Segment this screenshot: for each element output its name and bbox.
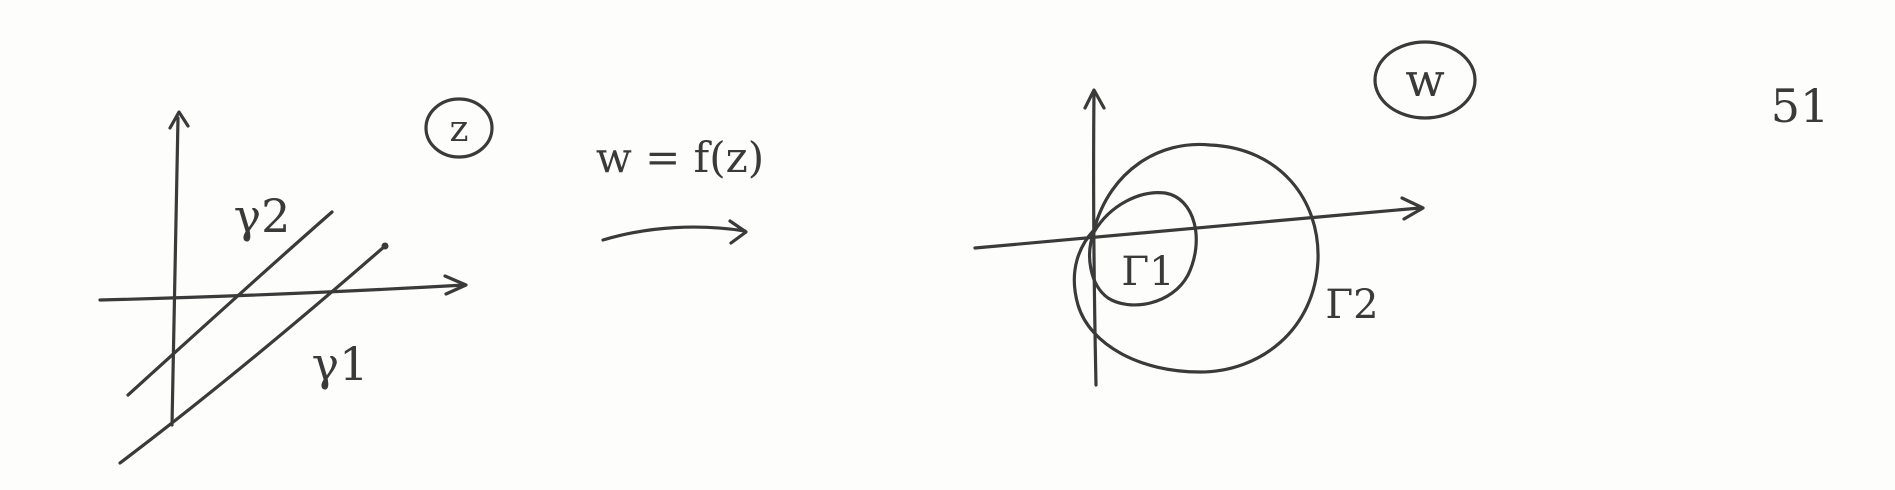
Gamma2-curve: [1072, 142, 1320, 374]
w-plane-label-circle: [1373, 40, 1477, 120]
mapping-label: w = f(z): [596, 133, 764, 182]
w-plane-vertical-arrowhead: [1083, 88, 1106, 110]
z-plane-horizontal-axis: [98, 283, 467, 302]
z-plane-vertical-arrowhead: [168, 110, 190, 130]
w-plane-vertical-axis: [1092, 90, 1098, 387]
mapping: w = f(z): [596, 133, 764, 245]
z-plane-label-circle: [424, 97, 494, 159]
gamma2-label: γ2: [234, 189, 291, 243]
gamma2-line: [126, 210, 334, 397]
mapping-arrow-shaft: [601, 225, 747, 242]
w-plane-horizontal-axis: [973, 206, 1422, 250]
w-plane-horizontal-arrowhead: [1400, 196, 1425, 221]
z-plane-label: z: [450, 109, 469, 150]
gamma1-endpoint: [381, 242, 389, 250]
gamma1-line: [118, 244, 387, 465]
Gamma1-label: Γ1: [1121, 249, 1174, 295]
z-plane-horizontal-arrowhead: [443, 274, 468, 296]
page-number: 51: [1771, 79, 1830, 133]
z-plane-vertical-axis: [170, 116, 180, 427]
Gamma1-curve: [1088, 191, 1198, 307]
w-plane: w Γ1 Γ2: [973, 40, 1477, 387]
w-plane-label: w: [1405, 53, 1444, 107]
Gamma2-label: Γ2: [1325, 282, 1378, 328]
z-plane: z γ2 γ1: [98, 97, 494, 465]
gamma1-label: γ1: [312, 337, 369, 391]
mapping-arrowhead: [728, 219, 748, 245]
